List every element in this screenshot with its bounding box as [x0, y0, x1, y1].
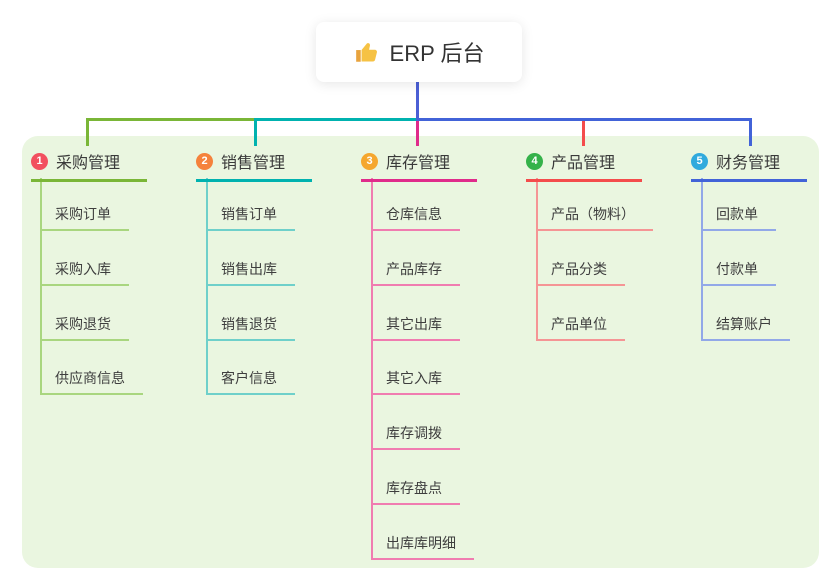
branch-header-caiwu[interactable]: 5 财务管理 [691, 149, 807, 182]
spine-branch-5 [701, 178, 703, 340]
mindmap-node[interactable]: 产品（物料） [536, 205, 653, 231]
mindmap-node[interactable]: 回款单 [701, 205, 776, 231]
connector-bus-branch-2 [254, 118, 419, 121]
mindmap-node[interactable]: 库存盘点 [371, 479, 460, 505]
mindmap-node[interactable]: 客户信息 [206, 369, 295, 395]
connector-drop-branch-1 [86, 118, 89, 146]
mindmap-node[interactable]: 采购订单 [40, 205, 129, 231]
thumbs-up-icon [355, 43, 377, 62]
mindmap-node[interactable]: 供应商信息 [40, 369, 143, 395]
spine-branch-3 [371, 178, 373, 559]
spine-branch-4 [536, 178, 538, 340]
branch-number-badge: 1 [31, 152, 48, 170]
connector-root-drop [416, 80, 419, 119]
spine-branch-2 [206, 178, 208, 394]
branch-label: 库存管理 [386, 155, 451, 172]
mindmap-node[interactable]: 销售出库 [206, 260, 295, 286]
branch-header-xiaoshou[interactable]: 2 销售管理 [196, 149, 312, 182]
branch-label: 采购管理 [56, 155, 121, 172]
connector-drop-branch-4 [582, 121, 585, 146]
mindmap-node[interactable]: 仓库信息 [371, 205, 460, 231]
branch-number-badge: 2 [196, 152, 213, 170]
connector-bus-branch-5 [416, 118, 752, 121]
mindmap-node[interactable]: 结算账户 [701, 315, 790, 341]
mindmap-node[interactable]: 产品单位 [536, 315, 625, 341]
mindmap-node[interactable]: 付款单 [701, 260, 776, 286]
connector-bus-branch-1 [86, 118, 257, 121]
mindmap-node[interactable]: 销售退货 [206, 315, 295, 341]
branch-header-kucun[interactable]: 3 库存管理 [361, 149, 477, 182]
branch-label: 财务管理 [716, 155, 781, 172]
spine-branch-1 [40, 178, 42, 394]
mindmap-node[interactable]: 采购退货 [40, 315, 129, 341]
branch-header-chanpin[interactable]: 4 产品管理 [526, 149, 642, 182]
branch-number-badge: 4 [526, 152, 543, 170]
branch-label: 销售管理 [221, 155, 286, 172]
branches-panel-background [22, 136, 819, 568]
mindmap-node[interactable]: 产品分类 [536, 260, 625, 286]
connector-drop-branch-5 [749, 118, 752, 146]
branch-label: 产品管理 [551, 155, 616, 172]
root-label: ERP 后台 [389, 41, 485, 66]
mindmap-node[interactable]: 采购入库 [40, 260, 129, 286]
mindmap-node[interactable]: 库存调拨 [371, 424, 460, 450]
branch-number-badge: 3 [361, 152, 378, 170]
branch-number-badge: 5 [691, 152, 708, 170]
mindmap-node[interactable]: 产品库存 [371, 260, 460, 286]
mindmap-node[interactable]: 其它出库 [371, 315, 460, 341]
branch-header-caigou[interactable]: 1 采购管理 [31, 149, 147, 182]
mindmap-node[interactable]: 出库库明细 [371, 534, 474, 560]
connector-drop-branch-3 [416, 121, 419, 146]
root-node[interactable]: ERP 后台 [316, 22, 522, 82]
mindmap-node[interactable]: 其它入库 [371, 369, 460, 395]
connector-drop-branch-2 [254, 118, 257, 146]
mindmap-node[interactable]: 销售订单 [206, 205, 295, 231]
